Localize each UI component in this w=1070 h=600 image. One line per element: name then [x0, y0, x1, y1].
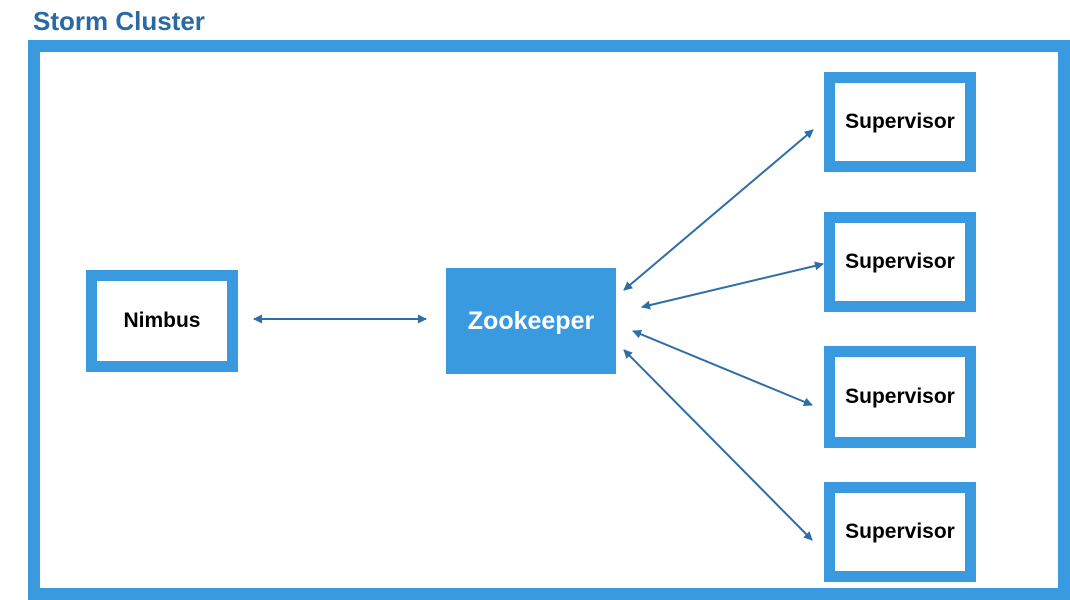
diagram-title: Storm Cluster	[33, 6, 205, 36]
zookeeper-supervisor-1-arrow	[623, 129, 814, 291]
supervisor-label: Supervisor	[845, 520, 955, 543]
zookeeper-label: Zookeeper	[467, 306, 595, 335]
zookeeper-supervisor-4-arrow	[623, 349, 813, 541]
supervisor-label: Supervisor	[845, 250, 955, 273]
zookeeper-supervisor-2-arrow	[641, 261, 824, 310]
storm-cluster-boundary	[28, 40, 1070, 600]
zookeeper-supervisor-3-arrow	[632, 329, 813, 407]
supervisor-node: Supervisor	[824, 72, 976, 172]
supervisor-label: Supervisor	[845, 385, 955, 408]
nimbus-label: Nimbus	[123, 309, 201, 332]
supervisor-node: Supervisor	[824, 212, 976, 312]
zookeeper-node: Zookeeper	[446, 268, 616, 374]
nimbus-node: Nimbus	[86, 270, 238, 372]
supervisor-node: Supervisor	[824, 482, 976, 582]
supervisor-node: Supervisor	[824, 346, 976, 448]
supervisor-label: Supervisor	[845, 110, 955, 133]
